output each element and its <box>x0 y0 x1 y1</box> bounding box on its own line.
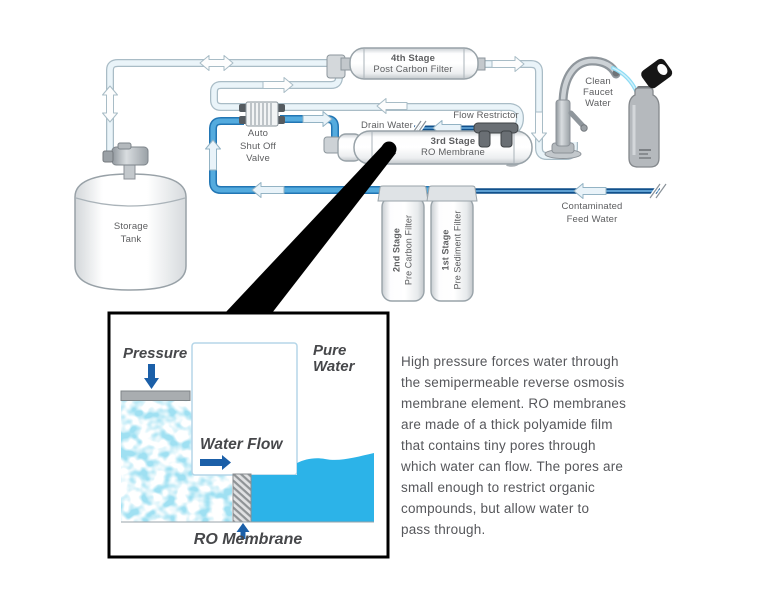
faucet-icon <box>544 56 621 159</box>
pressure-arrow-icon <box>144 364 159 389</box>
stage1-label: 1st Stage Pre Sediment Filter <box>440 210 463 290</box>
flow-restrictor-label: Flow Restrictor <box>453 110 519 121</box>
inset-ro-membrane-label: RO Membrane <box>193 531 303 548</box>
flow-arrow-double-h <box>199 55 234 71</box>
clean-faucet-water-label: Clean Faucet Water <box>583 76 613 109</box>
pure-water-fill <box>251 453 374 522</box>
inset-white-box <box>191 342 298 476</box>
stage2-label: 2nd Stage Pre Carbon Filter <box>391 214 414 286</box>
contaminated-feed-label: Contaminated Feed Water <box>561 201 623 225</box>
flow-restrictor-fitting <box>473 122 519 148</box>
drain-water-label: Drain Water <box>361 120 413 131</box>
water-flow-arrow-icon <box>200 455 231 470</box>
callout-dot <box>381 141 397 157</box>
flow-arrow-right <box>302 111 333 127</box>
ro-membrane-column <box>232 473 252 523</box>
flow-arrow-down <box>531 111 547 143</box>
stage3-label: 3rd Stage RO Membrane <box>421 136 485 158</box>
inset-pressure-label: Pressure <box>123 345 188 362</box>
flow-arrows <box>102 55 607 199</box>
feed-line <box>455 182 668 200</box>
stage4-label: 4th Stage Post Carbon Filter <box>373 53 453 75</box>
auto-shutoff-valve-label: Auto Shut Off Valve <box>240 128 276 165</box>
flow-arrow-left <box>573 183 607 199</box>
storage-tank-label: Storage Tank <box>113 221 149 245</box>
stage1-filter-canister <box>426 185 478 302</box>
inset-pure-water-label: Pure Water <box>313 342 355 375</box>
auto-shutoff-valve <box>239 101 285 127</box>
flow-arrow-double-v <box>102 85 118 123</box>
stage2-filter-canister <box>377 185 429 302</box>
piston-bar <box>120 390 191 401</box>
flow-arrow-right <box>262 77 294 93</box>
pipe-permeate-line <box>210 66 524 135</box>
membrane-arrow-icon <box>236 523 250 539</box>
flow-arrow-up <box>205 139 221 171</box>
callout-wedge <box>225 141 397 313</box>
flow-arrow-left <box>251 182 285 198</box>
bottle-cap-icon <box>641 58 673 89</box>
tank-valve-icon <box>102 142 149 180</box>
inset-water-flow-label: Water Flow <box>200 436 283 453</box>
flow-arrow-left <box>376 98 408 114</box>
water-stream <box>611 66 639 95</box>
water-bottle <box>628 86 660 168</box>
description-text: High pressure forces water through the s… <box>401 354 627 537</box>
inset-box <box>107 311 390 559</box>
pipe-tank-line <box>106 59 334 154</box>
stage4-filter <box>326 47 486 80</box>
flow-arrow-right <box>491 56 525 72</box>
storage-tank <box>74 173 187 291</box>
